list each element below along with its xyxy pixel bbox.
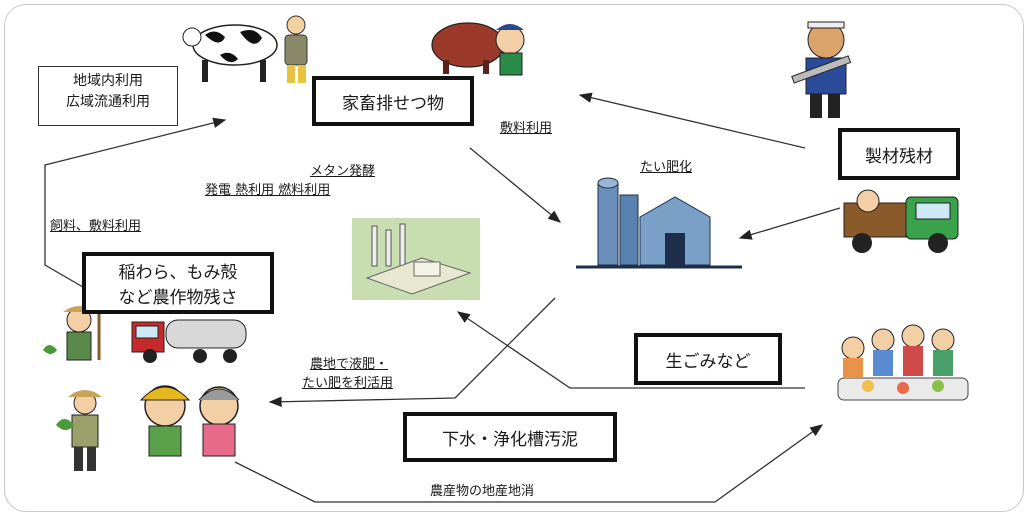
straw-residue-line-1: 稲わら、もみ殻 xyxy=(118,263,238,283)
food-waste-label: 生ごみなど xyxy=(665,351,751,372)
arrow-manure-to-compost xyxy=(469,147,562,223)
cow-and-farmer-illustration xyxy=(182,15,308,83)
farm-use-label-line-2: たい肥を利活用 xyxy=(302,376,394,391)
lumber-worker-illustration xyxy=(791,21,852,118)
sewage-sludge-box: 下水・浄化槽汚泥 xyxy=(403,412,617,462)
arrow-compost-to-farm xyxy=(268,297,556,407)
farmer-with-hoe-illustration xyxy=(43,306,101,361)
arrow-food-to-plant xyxy=(456,311,805,389)
food-waste-box: 生ごみなど xyxy=(634,333,782,385)
methane-label-line-2: 発電 熱利用 燃料利用 xyxy=(205,183,331,198)
straw-residue-box: 稲わら、もみ殻 など農作物残さ xyxy=(82,252,274,314)
diagram-frame xyxy=(4,4,1024,512)
lumber-residue-box: 製材残材 xyxy=(838,128,960,180)
region-use-line-1: 地域内利用 xyxy=(73,73,143,89)
ox-and-farmer-illustration xyxy=(431,22,525,76)
truck-illustration xyxy=(843,189,959,253)
feed-bedding-label: 飼料、敷料利用 xyxy=(50,219,142,234)
silo-barn-illustration xyxy=(576,177,742,269)
power-plant-illustration xyxy=(352,218,480,300)
arrow-straw-to-region xyxy=(44,117,227,291)
region-use-line-2: 広域流通利用 xyxy=(66,94,150,110)
farm-use-label-line-1: 農地で液肥・ xyxy=(310,357,389,372)
elderly-couple-illustration xyxy=(139,385,240,457)
straw-residue-line-2: など農作物残さ xyxy=(118,288,238,308)
region-use-box: 地域内利用 広域流通利用 xyxy=(38,66,178,126)
local-consumption-label: 農産物の地産地消 xyxy=(430,484,535,499)
tanker-truck-illustration xyxy=(131,319,247,363)
family-dining-illustration xyxy=(837,324,969,401)
sewage-sludge-label: 下水・浄化槽汚泥 xyxy=(442,429,578,450)
arrow-farm-to-food xyxy=(234,424,824,503)
livestock-manure-label: 家畜排せつ物 xyxy=(342,93,444,114)
lumber-residue-label: 製材残材 xyxy=(865,146,933,167)
arrow-lumber-to-manure xyxy=(578,92,806,149)
composting-label: たい肥化 xyxy=(640,160,693,175)
farmer-with-vegetables-illustration xyxy=(56,390,102,471)
methane-label-line-1: メタン発酵 xyxy=(310,164,376,179)
bedding-use-label: 敷料利用 xyxy=(500,121,553,136)
arrow-truck-to-compost xyxy=(738,207,841,240)
livestock-manure-box: 家畜排せつ物 xyxy=(312,76,474,126)
